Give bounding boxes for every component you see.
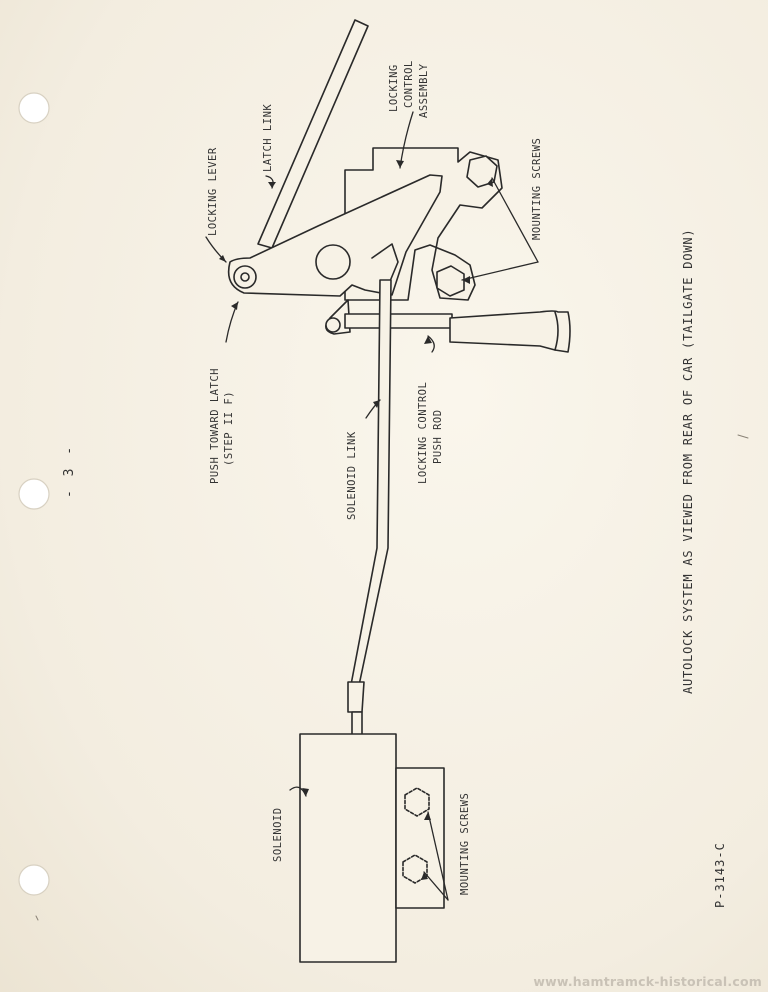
label-push-toward-latch-2: (STEP II F) <box>223 390 235 466</box>
locking-lever <box>227 174 443 335</box>
label-push-toward-latch-1: PUSH TOWARD LATCH <box>209 368 221 484</box>
label-locking-control-assembly-2: CONTROL <box>403 60 415 108</box>
punch-hole <box>18 864 50 896</box>
figure-caption: AUTOLOCK SYSTEM AS VIEWED FROM REAR OF C… <box>681 228 695 694</box>
label-mounting-screws-top: MOUNTING SCREWS <box>531 137 543 240</box>
leader-arrowheads <box>219 160 493 880</box>
punch-hole <box>18 478 50 510</box>
mounting-screw-lower <box>436 265 465 297</box>
label-locking-control-assembly-1: LOCKING <box>388 64 400 112</box>
label-locking-lever: LOCKING LEVER <box>207 147 219 236</box>
label-locking-control-assembly-3: ASSEMBLY <box>418 63 430 118</box>
locking-control-push-rod <box>344 310 571 353</box>
label-locking-control-push-rod-2: PUSH ROD <box>432 409 444 464</box>
label-solenoid: SOLENOID <box>272 807 284 862</box>
punch-hole <box>18 92 50 124</box>
label-locking-control-push-rod-1: LOCKING CONTROL <box>417 381 429 484</box>
label-mounting-screws-bottom: MOUNTING SCREWS <box>459 792 471 895</box>
page-number: - 3 - <box>62 443 77 498</box>
solenoid-screw-upper <box>404 787 430 817</box>
document-number: P-3143-C <box>713 842 727 908</box>
solenoid-body <box>299 733 445 963</box>
leader-lines <box>205 111 539 901</box>
solenoid-link <box>347 279 392 736</box>
paper-marks <box>35 434 749 921</box>
label-latch-link: LATCH LINK <box>262 103 274 172</box>
label-solenoid-link: SOLENOID LINK <box>346 431 358 520</box>
watermark-url: www.hamtramck-historical.com <box>533 974 762 989</box>
